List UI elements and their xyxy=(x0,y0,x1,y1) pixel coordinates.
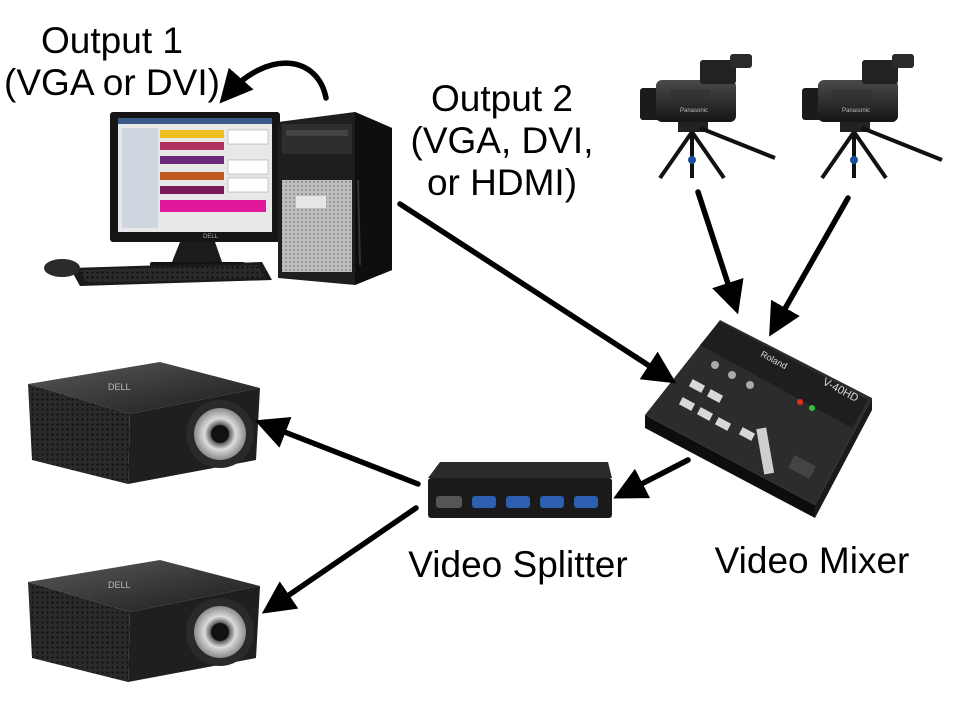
monitor-logo: DELL xyxy=(203,234,219,240)
output2-label: Output 2 (VGA, DVI, or HDMI) xyxy=(402,78,602,204)
video-camera-icon: Panasonic xyxy=(802,54,943,180)
video-splitter-label: Video Splitter xyxy=(408,544,628,585)
output2-line2: (VGA, DVI, xyxy=(410,120,594,161)
video-camera-icon: Panasonic xyxy=(640,54,776,180)
projector-icon: DELL xyxy=(28,362,260,484)
output1-label: Output 1 (VGA or DVI) xyxy=(2,20,222,104)
output1-line2: (VGA or DVI) xyxy=(4,62,220,103)
desktop-computer-icon: DELL xyxy=(44,112,392,286)
arrow-icon xyxy=(695,189,744,315)
output1-line1: Output 1 xyxy=(41,20,183,61)
arrow-icon xyxy=(261,505,419,614)
projector-icon: DELL xyxy=(28,560,260,682)
output2-line3: or HDMI) xyxy=(426,162,578,203)
output2-line1: Output 2 xyxy=(431,78,573,119)
arrow-icon xyxy=(769,195,851,337)
computer-tower xyxy=(278,112,392,285)
arrow-icon xyxy=(254,417,421,487)
video-splitter-icon xyxy=(428,462,612,518)
camera-brand: Panasonic xyxy=(842,108,870,114)
video-mixer-label: Video Mixer xyxy=(714,540,910,581)
arrow-icon xyxy=(613,457,691,499)
camera-brand: Panasonic xyxy=(680,108,708,114)
projector-logo: DELL xyxy=(108,580,131,590)
keyboard xyxy=(70,262,272,286)
monitor: DELL xyxy=(110,112,280,268)
mouse xyxy=(44,259,80,277)
arrow-icon xyxy=(219,60,329,104)
arrow-icon xyxy=(397,201,677,384)
projector-logo: DELL xyxy=(108,382,131,392)
video-mixer-icon: Roland V-40HD xyxy=(645,320,872,518)
